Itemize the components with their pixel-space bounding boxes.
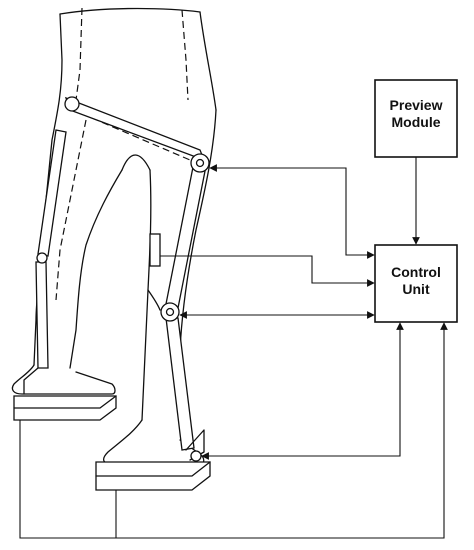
control-unit-block: Control Unit	[374, 244, 458, 323]
wire-hip	[209, 164, 375, 259]
exoskeleton-frame	[23, 96, 207, 461]
wire-thigh-sensor	[160, 255, 375, 287]
joints	[160, 153, 210, 462]
signal-wires	[19, 157, 448, 539]
wire-feet	[19, 322, 448, 539]
control-unit-label-line1: Control	[391, 264, 441, 280]
control-unit-label-line2: Unit	[402, 281, 430, 297]
human-legs-figure	[11, 7, 217, 491]
preview-module-label-line2: Module	[392, 114, 441, 130]
preview-module-label-line1: Preview	[390, 97, 443, 113]
wire-ankle	[201, 322, 404, 460]
preview-module-block: Preview Module	[374, 79, 458, 158]
ankle-joint	[190, 450, 202, 462]
